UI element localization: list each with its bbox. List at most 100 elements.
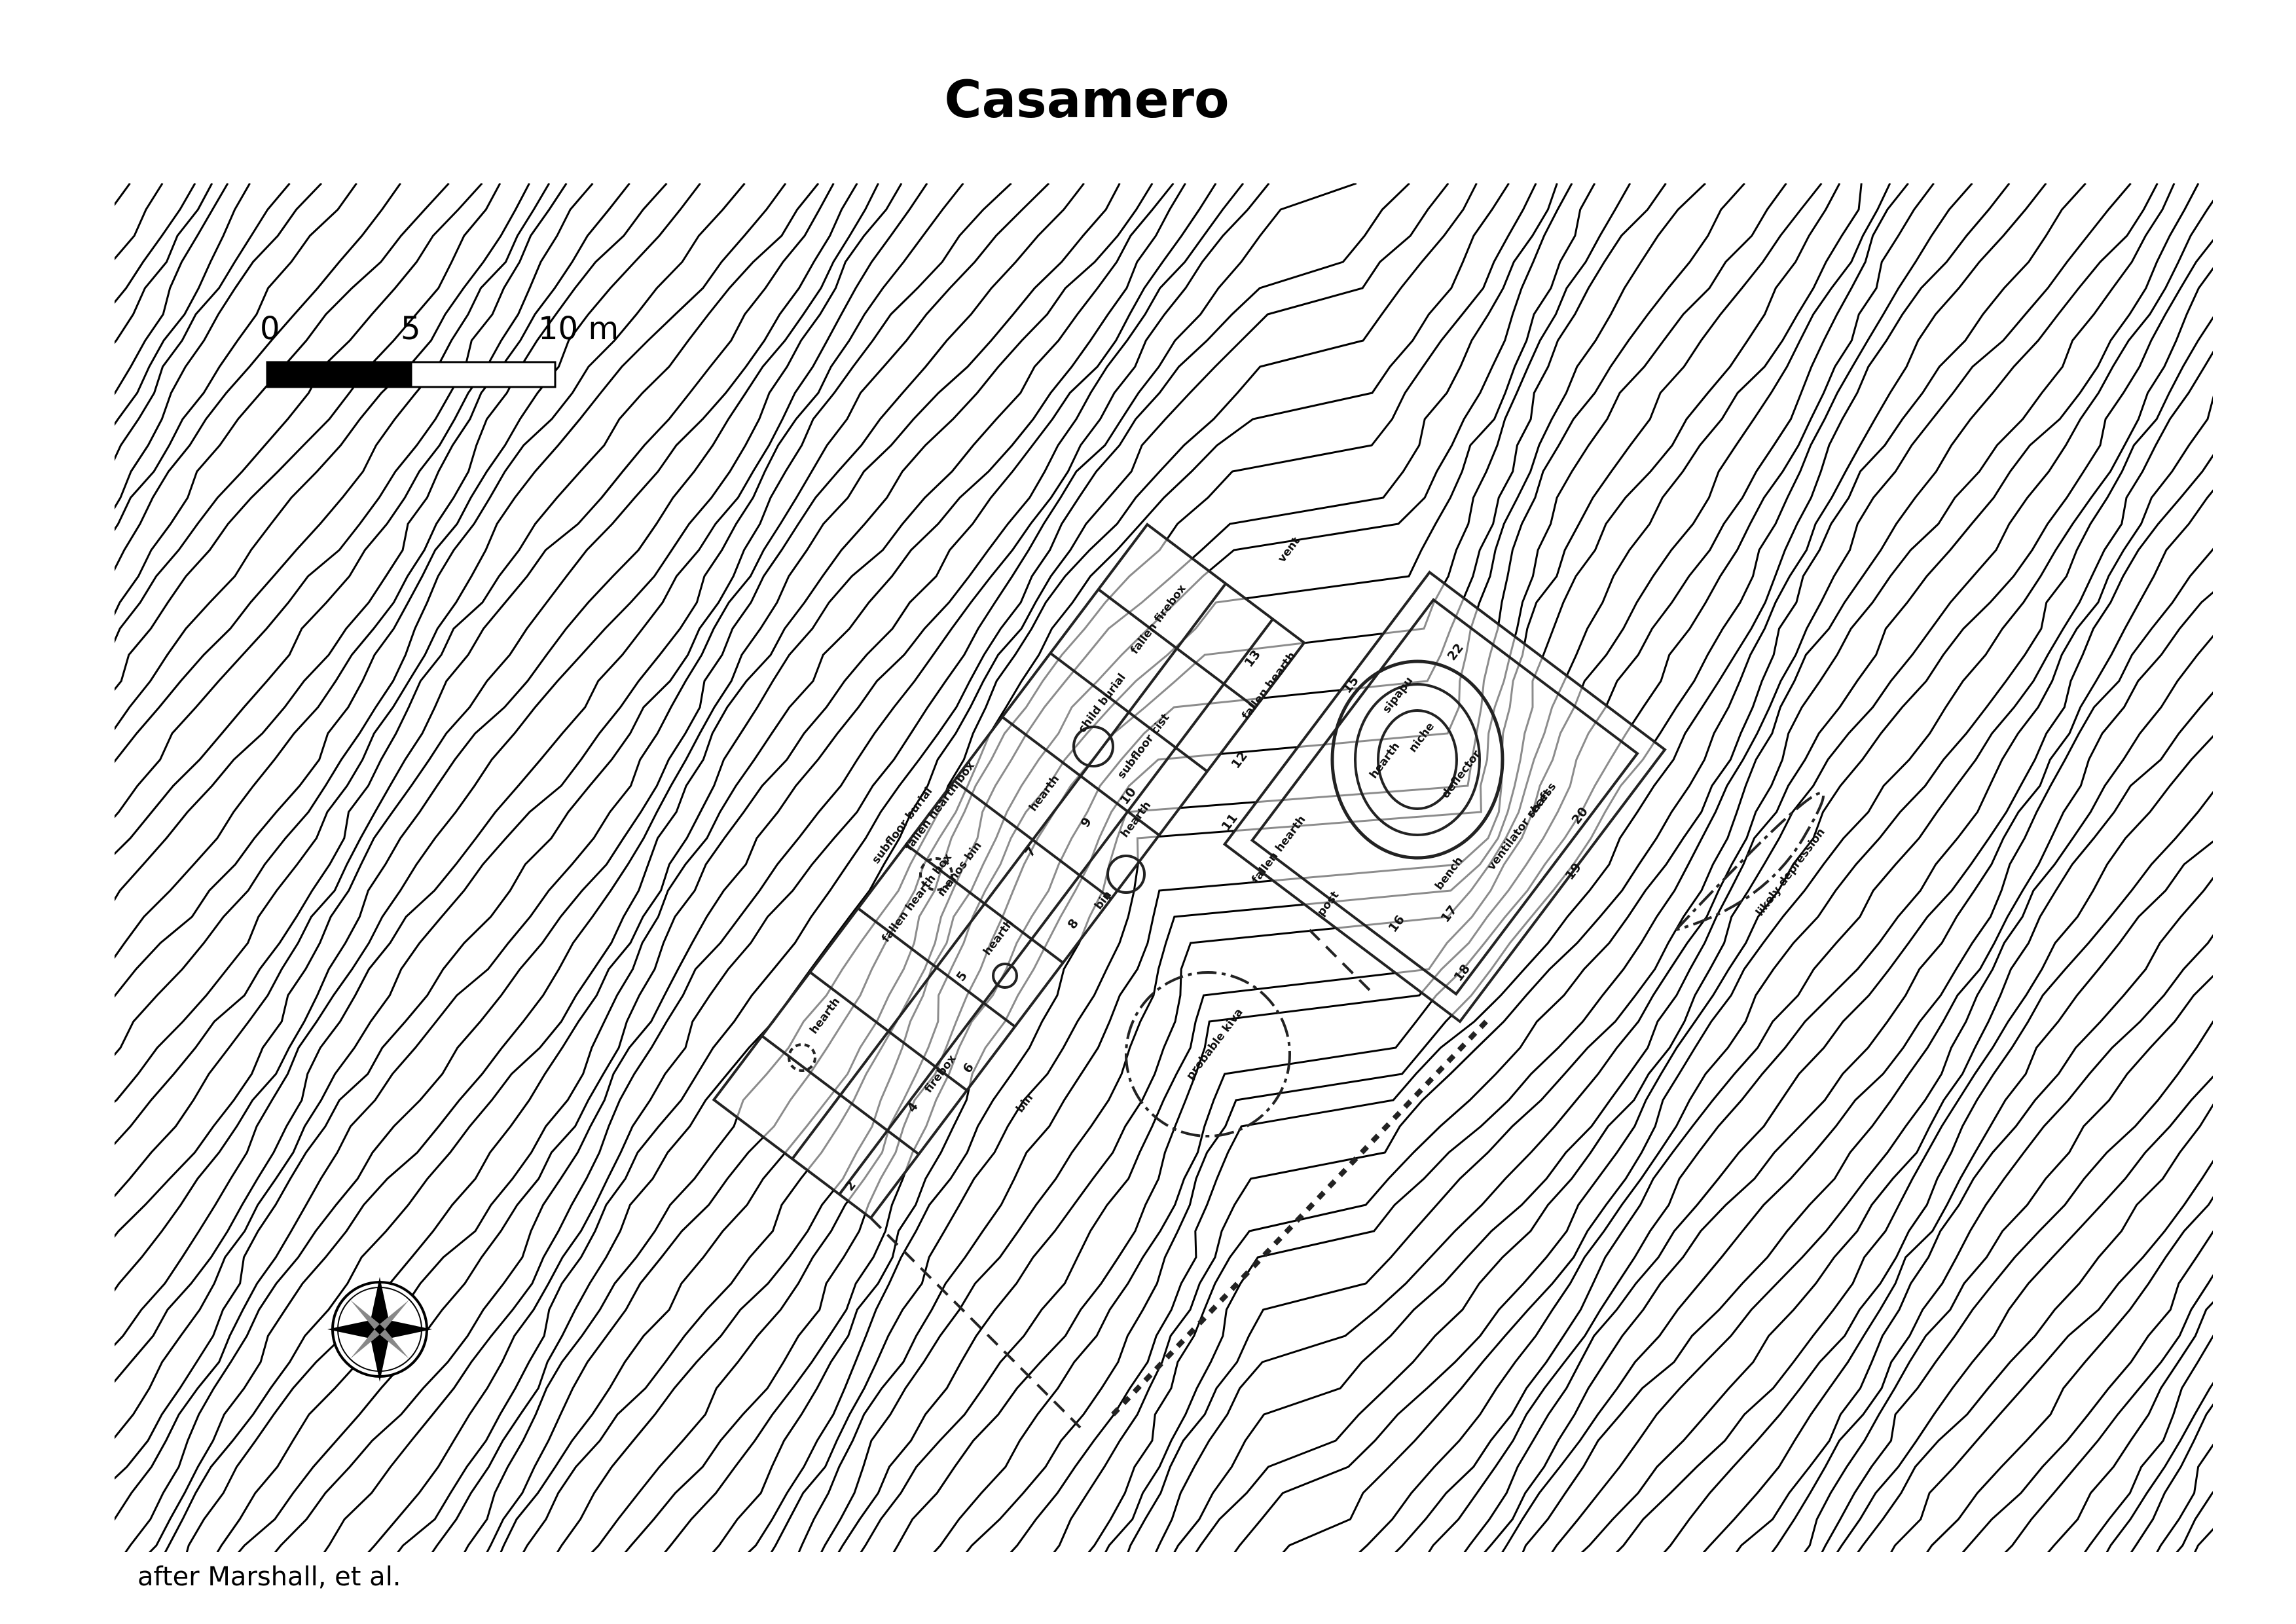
contour-line <box>115 183 131 206</box>
scale-label-10m: 10 m <box>538 310 619 347</box>
contour-line <box>115 183 1012 1480</box>
contour-line <box>1087 183 2086 1552</box>
site-plan <box>712 523 1825 1429</box>
contour-line <box>2293 183 2296 1572</box>
contour-line <box>1053 183 2047 1552</box>
contour-line <box>397 183 1410 1552</box>
contour-line <box>1394 350 2213 1552</box>
room-wall <box>1097 588 1256 709</box>
contour-lines <box>0 183 2296 1572</box>
contour-line <box>770 183 1787 1552</box>
contour-line <box>1484 489 2213 1552</box>
contour-line <box>115 183 568 819</box>
compass-rose-icon <box>327 1277 432 1382</box>
contour-line <box>115 183 323 510</box>
contour-line <box>274 183 1245 1552</box>
contour-line <box>115 183 483 644</box>
contour-line <box>115 183 835 1198</box>
contour-line <box>1104 183 2132 1552</box>
contour-line <box>115 183 551 764</box>
contour-line <box>1771 934 2213 1552</box>
contour-line <box>1127 183 2159 1552</box>
contour-line <box>1428 395 2213 1552</box>
contour-line <box>1195 199 2213 1552</box>
contour-line <box>1551 635 2213 1552</box>
room-wall <box>857 907 1016 1028</box>
contour-line <box>115 183 357 532</box>
contour-line <box>2047 1301 2213 1552</box>
contour-line <box>2255 183 2296 1572</box>
contour-line <box>115 183 401 572</box>
contour-line <box>149 183 1121 1552</box>
contour-line <box>1702 840 2213 1552</box>
contour-line <box>1463 454 2213 1552</box>
room-wall <box>953 779 1112 900</box>
contour-line <box>1010 183 2011 1552</box>
map-title: Casamero <box>944 71 1230 130</box>
contour-line <box>431 183 1449 1552</box>
room-wall <box>1049 652 1209 773</box>
contour-line <box>1501 547 2213 1552</box>
contour-line <box>2219 183 2296 1572</box>
contour-line <box>323 183 1270 1552</box>
feature-label: probable kiva <box>1184 1006 1246 1082</box>
contour-line <box>1836 1075 2213 1552</box>
contour-line <box>115 183 196 304</box>
contour-line <box>1857 1103 2213 1552</box>
contour-line <box>115 183 291 462</box>
contour-line <box>1522 591 2213 1552</box>
contour-line <box>115 183 668 959</box>
contour-line <box>115 183 903 1347</box>
contour-line <box>115 183 594 855</box>
probable-kiva <box>1125 971 1291 1137</box>
contour-line <box>115 183 229 396</box>
scale-segment-black <box>266 361 412 388</box>
contour-line <box>1890 1160 2213 1552</box>
kiva-block-outline <box>1222 570 1667 1024</box>
contour-line <box>115 183 213 344</box>
contour-line <box>115 183 820 1145</box>
contour-line <box>1615 735 2213 1552</box>
room-wall <box>905 843 1064 964</box>
contour-line <box>1926 1196 2213 1552</box>
contour-line <box>1358 316 2213 1552</box>
contour-line <box>124 183 1085 1552</box>
scale-label-0: 0 <box>260 310 280 347</box>
contour-line <box>1663 790 2213 1552</box>
scale-label-5: 5 <box>401 310 421 347</box>
contour-line <box>0 183 102 1572</box>
contour-line <box>1173 183 2200 1552</box>
contour-line <box>115 183 858 1238</box>
room-wall <box>809 970 968 1092</box>
contour-line <box>115 183 630 902</box>
contour-line <box>1804 974 2213 1552</box>
contour-line <box>115 183 701 998</box>
contour-line <box>1233 238 2213 1552</box>
contour-line <box>115 183 879 1292</box>
contour-line <box>115 183 450 616</box>
contour-line <box>115 183 964 1439</box>
room-wall <box>1001 716 1160 836</box>
contour-line <box>115 183 928 1383</box>
contour-line <box>2084 1335 2213 1552</box>
contour-line <box>1580 691 2213 1552</box>
contour-line <box>115 183 1050 1521</box>
contour-line <box>115 183 787 1103</box>
scale-bar: 0 5 10 m <box>260 310 619 388</box>
contour-line <box>1821 1020 2213 1552</box>
contour-line <box>1282 267 2213 1552</box>
contour-line <box>115 183 530 731</box>
likely-depression <box>1675 792 1825 931</box>
contour-line <box>2176 1490 2213 1552</box>
contour-line <box>1961 1230 2213 1552</box>
contour-line <box>115 183 501 692</box>
great-kiva <box>1330 659 1504 860</box>
contour-line <box>164 183 1154 1552</box>
contour-line <box>367 183 1357 1552</box>
contour-line <box>1735 877 2213 1552</box>
contour-line <box>115 183 746 1056</box>
contour-line <box>115 183 251 426</box>
contour-line <box>2194 1528 2213 1552</box>
room-wall <box>761 1035 920 1156</box>
